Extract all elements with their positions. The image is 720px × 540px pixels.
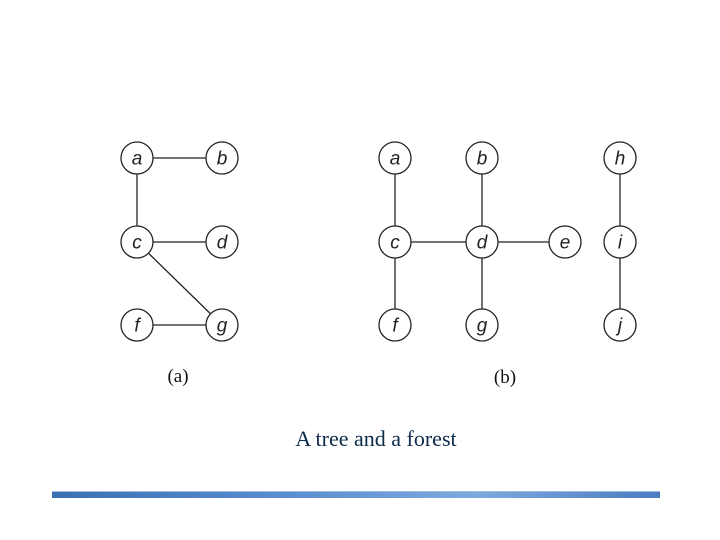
- diagram-a-node-b: b: [205, 141, 239, 175]
- diagram-a-node-d: d: [205, 225, 239, 259]
- diagram-b-node-d-label: d: [477, 233, 489, 254]
- diagram-b-node-b-circle: [465, 141, 499, 175]
- diagram-b-node-f-label: f: [392, 316, 399, 337]
- diagram-b-node-e: e: [548, 225, 582, 259]
- diagram-b: a b h c d e i f g j: [378, 141, 637, 342]
- diagram-b-node-j-label: j: [615, 316, 623, 337]
- diagram-a-node-f-label: f: [134, 316, 141, 337]
- diagram-a-node-g: g: [205, 308, 239, 342]
- diagram-b-node-a: a: [378, 141, 412, 175]
- diagram-b-node-g-circle: [465, 308, 499, 342]
- diagram-a-node-g-circle: [205, 308, 239, 342]
- diagram-b-node-a-label: a: [390, 149, 401, 170]
- diagram-a-node-f-circle: [120, 308, 154, 342]
- diagram-b-node-b-label: b: [477, 149, 488, 170]
- diagram-b-node-g: g: [465, 308, 499, 342]
- diagram-a-node-b-circle: [205, 141, 239, 175]
- diagram-b-node-f: f: [378, 308, 412, 342]
- diagram-a-node-a-circle: [120, 141, 154, 175]
- diagram-a-node-a-label: a: [132, 149, 143, 170]
- diagram-b-node-c-label: c: [390, 233, 400, 254]
- diagram-b-node-e-label: e: [560, 233, 571, 254]
- diagram-b-node-h: h: [603, 141, 637, 175]
- diagram-b-node-e-circle: [548, 225, 582, 259]
- diagram-b-node-i: i: [603, 225, 637, 259]
- diagram-b-node-j: j: [603, 308, 637, 342]
- diagram-a-node-d-circle: [205, 225, 239, 259]
- diagram-a-label: (a): [167, 366, 188, 387]
- diagram-a-node-b-label: b: [217, 149, 228, 170]
- diagram-b-label: (b): [494, 367, 516, 388]
- diagram-a-node-f: f: [120, 308, 154, 342]
- diagram-b-node-c-circle: [378, 225, 412, 259]
- diagram-a-node-c: c: [120, 225, 154, 259]
- diagram-b-node-d: d: [465, 225, 499, 259]
- diagram-a-node-a: a: [120, 141, 154, 175]
- diagram-b-node-j-circle: [603, 308, 637, 342]
- diagram-b-node-h-label: h: [615, 149, 626, 170]
- diagram-b-node-i-label: i: [618, 233, 623, 254]
- diagram-b-node-f-circle: [378, 308, 412, 342]
- diagram-a: a b c d f g: [120, 141, 239, 342]
- diagram-a-node-g-label: g: [217, 316, 228, 337]
- diagram-b-node-a-circle: [378, 141, 412, 175]
- diagram-a-node-d-label: d: [217, 233, 229, 254]
- diagram-b-node-b: b: [465, 141, 499, 175]
- diagram-b-node-d-circle: [465, 225, 499, 259]
- diagram-b-node-h-circle: [603, 141, 637, 175]
- footer-bar: [52, 491, 660, 498]
- diagram-b-node-g-label: g: [477, 316, 488, 337]
- diagram-a-node-c-label: c: [132, 233, 142, 254]
- diagram-a-node-c-circle: [120, 225, 154, 259]
- diagram-b-node-c: c: [378, 225, 412, 259]
- slide-caption: A tree and a forest: [295, 426, 457, 451]
- diagram-b-node-i-circle: [603, 225, 637, 259]
- diagram-a-edge-c-g: [136, 241, 223, 326]
